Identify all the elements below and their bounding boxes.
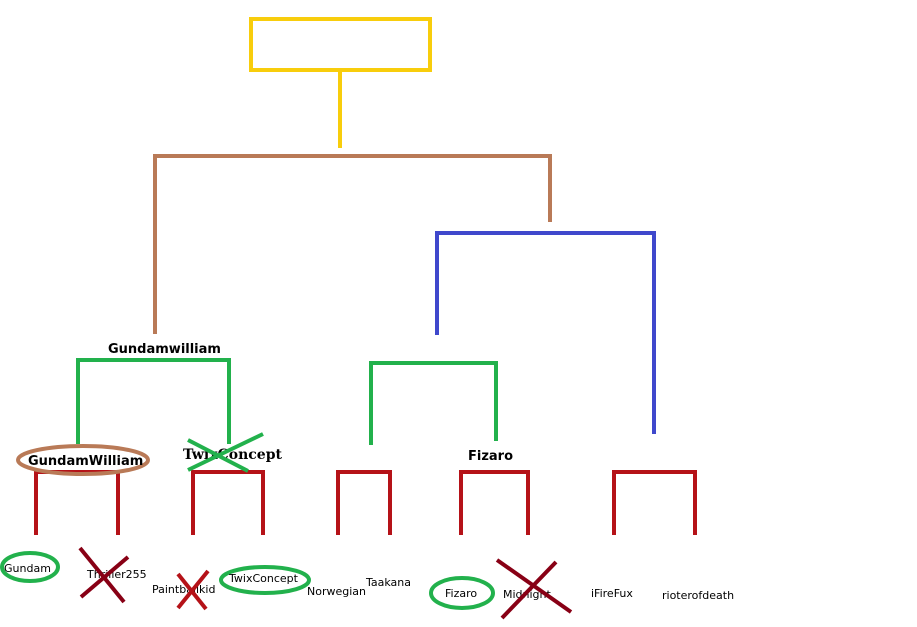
- player-7-name: Fizaro: [445, 587, 477, 600]
- player-3-cross: [176, 569, 210, 611]
- quarter-winner-1-circle: [16, 444, 150, 476]
- quarter-winner-1: GundamWilliam: [28, 454, 143, 469]
- quarter-winner-4: Fizaro: [468, 449, 513, 464]
- player-1-circle: [0, 551, 60, 583]
- quarter-bracket-2: [191, 470, 265, 535]
- semifinal-left-winner: Gundamwilliam: [108, 342, 221, 357]
- semifinal-middle-bracket: [369, 361, 498, 445]
- player-4-name: TwixConcept: [228, 572, 299, 585]
- player-5-name: Norwegian: [307, 585, 366, 598]
- quarter-winner-2-cross: [187, 432, 264, 473]
- semifinal-right-bracket: [435, 231, 656, 434]
- quarter-bracket-3: [336, 470, 392, 535]
- semifinal-left-bracket: [76, 358, 231, 444]
- player-6-name: Taakana: [365, 576, 411, 589]
- champion-box: [249, 17, 432, 72]
- quarter-bracket-4: [459, 470, 530, 535]
- player-9-name: iFireFux: [591, 587, 633, 600]
- player-8-cross: [495, 558, 573, 620]
- player-1-name: Gundam: [4, 562, 51, 575]
- player-7-circle: [429, 576, 495, 610]
- player-10-name: rioterofdeath: [662, 589, 734, 602]
- player-4-circle: [219, 565, 311, 595]
- final-bracket: [153, 154, 552, 334]
- player-3-name: Paintballkid: [152, 583, 215, 596]
- player-2-cross: [78, 546, 130, 604]
- player-2-name: Thriller255: [86, 568, 147, 581]
- quarter-bracket-5: [612, 470, 697, 535]
- quarter-bracket-1: [34, 470, 120, 535]
